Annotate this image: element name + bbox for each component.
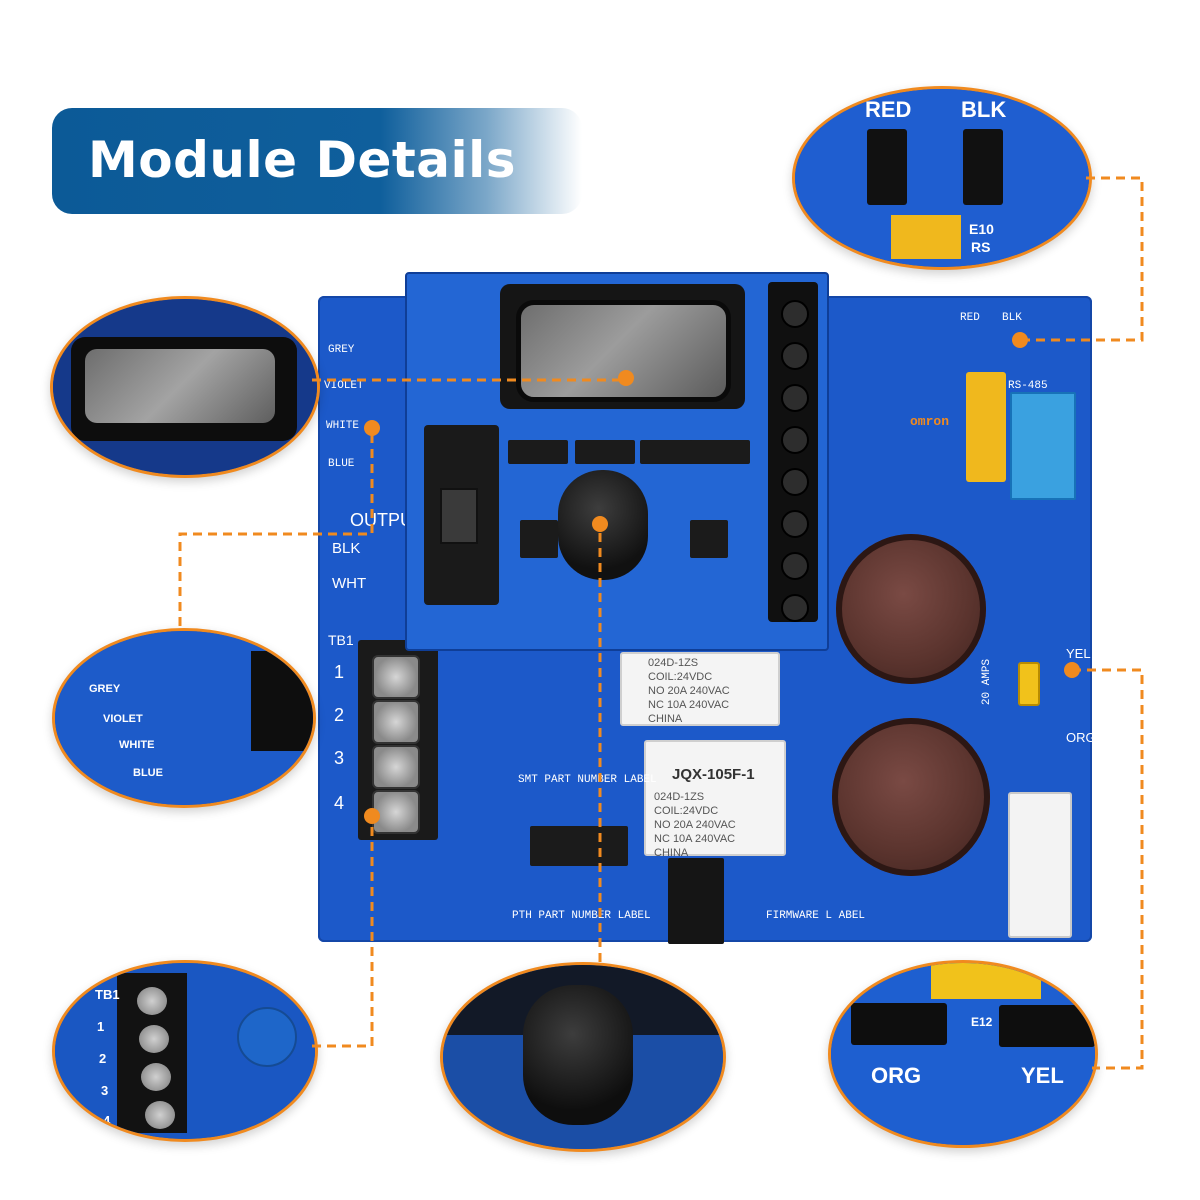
rs485-zoom-blk: BLK — [961, 97, 1007, 122]
leader-terminal — [312, 816, 374, 1048]
fuse-wire-org: ORG — [1066, 730, 1096, 745]
terminal-zoom-4: 4 — [103, 1113, 111, 1128]
terminal-position-1: 1 — [334, 662, 345, 682]
yellow-jumper — [966, 372, 1006, 482]
capacitor — [832, 718, 990, 876]
terminal-block-name: TB1 — [328, 632, 354, 648]
terminal-zoom-3: 3 — [101, 1083, 109, 1098]
rs485-zoom-rs: RS — [971, 239, 991, 255]
callout-knob-zoom — [440, 962, 726, 1152]
relay-small — [620, 652, 780, 726]
leader-dot-knob — [592, 516, 608, 532]
wires-zoom-white: WHITE — [119, 739, 155, 751]
header-pin — [781, 468, 809, 496]
leader-dot-fuse — [1064, 662, 1080, 678]
header-pin — [781, 594, 809, 622]
relay-small-spec: 024D-1ZS COIL:24VDC NO 20A 240VAC NC 10A… — [648, 657, 730, 725]
leader-fuse — [1072, 668, 1144, 1070]
header-pin — [781, 510, 809, 538]
fuse-zoom-e12: E12 — [971, 1015, 993, 1029]
terminal-position-3: 3 — [334, 748, 345, 768]
lcd-screen — [516, 300, 731, 402]
header-pin — [781, 384, 809, 412]
ic-chip — [575, 440, 635, 464]
ic-chip — [520, 520, 558, 558]
wires-zoom-grey: GREY — [89, 683, 121, 695]
leader-wires — [178, 428, 374, 626]
callout-lcd-zoom — [50, 296, 320, 478]
pth-label: PTH PART NUMBER LABEL — [512, 910, 651, 922]
capacitor — [836, 534, 986, 684]
ic-chip — [530, 826, 628, 866]
fuse-zoom-yel: YEL — [1021, 1063, 1064, 1088]
leader-dot-lcd — [618, 370, 634, 386]
terminal-screw — [372, 745, 420, 789]
fuse — [1018, 662, 1040, 706]
leader-dot-wires — [364, 420, 380, 436]
leader-dot-terminal — [364, 808, 380, 824]
output-wire-wht: WHT — [332, 575, 367, 592]
rj-port — [668, 858, 724, 944]
wires-zoom-blue: BLUE — [133, 767, 163, 779]
page-title: Module Details — [88, 131, 517, 189]
header-pin — [781, 300, 809, 328]
ic-chip — [508, 440, 568, 464]
rs485-zoom-red: RED — [865, 97, 912, 122]
callout-wires-zoom: GREY VIOLET WHITE BLUE — [52, 628, 316, 808]
firmware-label: FIRMWARE L ABEL — [766, 910, 866, 922]
terminal-position-2: 2 — [334, 705, 345, 725]
ic-chip — [690, 520, 728, 558]
rs485-wire-red: RED — [960, 312, 980, 324]
wire-label-grey: GREY — [328, 344, 355, 356]
wire-label-white: WHITE — [326, 420, 360, 432]
fuse-wire-yel: YEL — [1066, 646, 1091, 661]
title-banner — [52, 108, 582, 214]
relay-large-model: JQX-105F-1 — [672, 766, 755, 783]
omron-brand: omron — [910, 414, 950, 429]
ic-chip — [690, 440, 750, 464]
terminal-zoom-1: 1 — [97, 1019, 105, 1034]
leader-dot-rs485 — [1012, 332, 1028, 348]
rs485-zoom-e10: E10 — [969, 221, 994, 237]
callout-fuse-zoom: ORG YEL E12 — [828, 960, 1098, 1148]
terminal-position-4: 4 — [334, 793, 345, 813]
fuse-zoom-org: ORG — [871, 1063, 922, 1088]
slide-switch-knob — [440, 488, 478, 544]
rs485-wire-blk: BLK — [1002, 312, 1022, 324]
terminal-zoom-2: 2 — [99, 1051, 107, 1066]
rs485-terminal — [1010, 392, 1076, 500]
white-connector — [1008, 792, 1072, 938]
header-pin — [781, 552, 809, 580]
output-wire-blk: BLK — [332, 540, 361, 557]
header-pin — [781, 426, 809, 454]
wire-label-blue: BLUE — [328, 458, 355, 470]
terminal-screw — [372, 655, 420, 699]
smt-label: SMT PART NUMBER LABEL — [518, 774, 657, 786]
header-pin — [781, 342, 809, 370]
terminal-screw — [372, 700, 420, 744]
callout-terminal-zoom: TB1 1 2 3 4 — [52, 960, 318, 1142]
wires-zoom-violet: VIOLET — [103, 713, 143, 725]
relay-large-spec: 024D-1ZS COIL:24VDC NO 20A 240VAC NC 10A… — [654, 791, 736, 859]
wire-label-violet: VIOLET — [324, 380, 364, 392]
rs485-label: RS-485 — [1008, 380, 1048, 392]
relay-large — [644, 740, 786, 856]
terminal-zoom-tb1: TB1 — [95, 987, 120, 1002]
leader-rs485 — [1020, 176, 1144, 342]
